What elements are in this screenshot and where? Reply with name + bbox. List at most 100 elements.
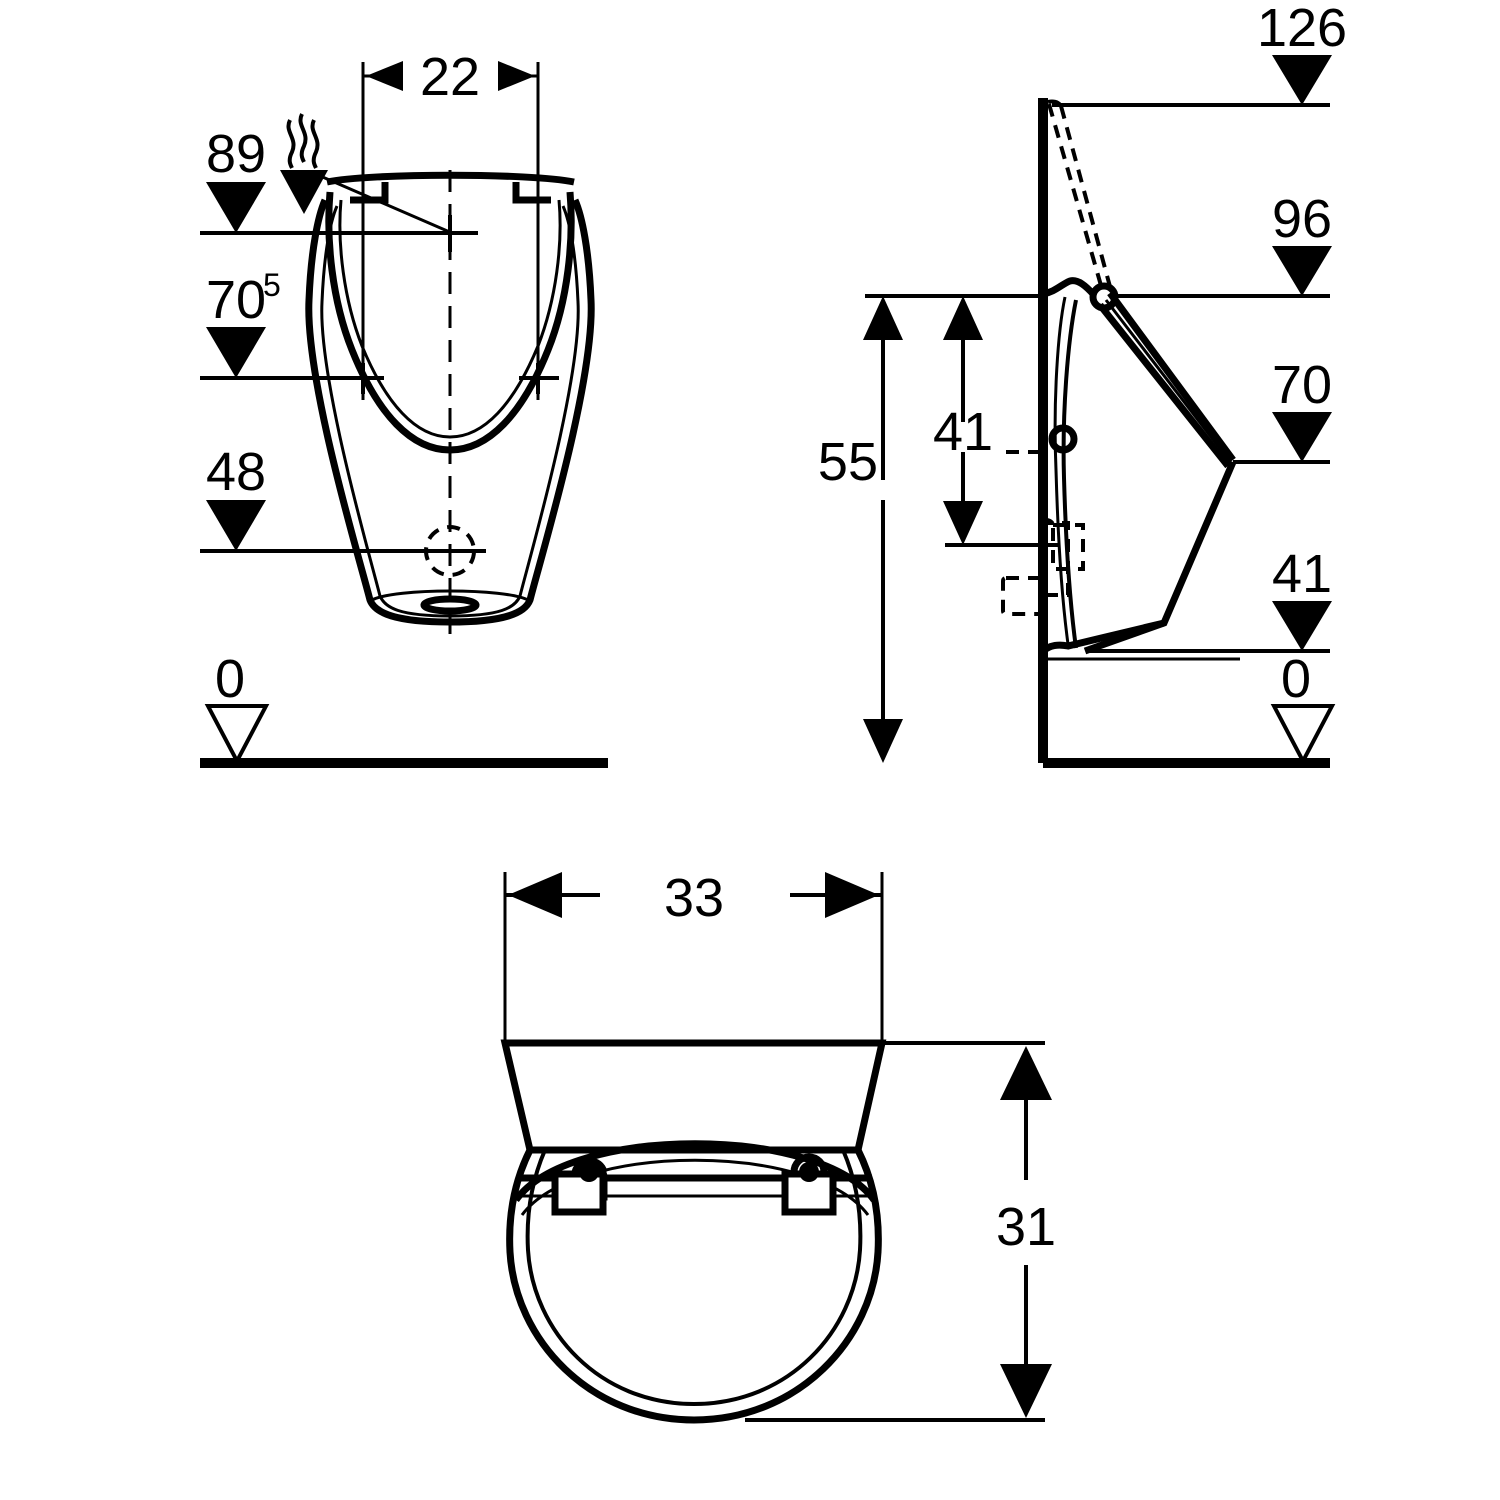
- elev41r-triangle: [1272, 601, 1332, 651]
- elevation-marker-0-side-label: 0: [1281, 649, 1311, 709]
- elevation-marker-96: 96: [1113, 189, 1332, 298]
- width-dimension-22: 22: [363, 47, 538, 107]
- front-bowl-outline: [325, 191, 575, 454]
- elev70-triangle: [1272, 412, 1332, 462]
- elev89-triangle: [206, 182, 266, 233]
- elev705-triangle: [206, 327, 266, 378]
- front-rim-notch-right: [512, 182, 551, 204]
- vertical-dimension-55: 55: [818, 294, 1043, 763]
- vertical-dimension-41: 41: [933, 296, 1060, 547]
- front-bottom-ellipse: [371, 589, 529, 602]
- plan-hinge-bracket-left: [551, 1157, 608, 1216]
- cover-open-dash-1: [1047, 103, 1106, 297]
- depth-dimension-31: 31: [996, 1046, 1056, 1418]
- side-bottom-plate: [1040, 619, 1165, 654]
- side-top-lip: [1042, 277, 1097, 298]
- steam-wave-1: [286, 119, 296, 169]
- elevation-marker-89-label: 89: [206, 124, 266, 184]
- vertical-dimension-41-label: 41: [933, 402, 993, 462]
- plan-hinge-bracket-right: [781, 1153, 837, 1216]
- front-top-rim: [326, 171, 575, 204]
- side-cover-top-edge: [1107, 290, 1236, 463]
- front-rim-notch-left: [350, 182, 389, 204]
- top-plan-view: 33: [500, 868, 1056, 1424]
- plan-hinge-right-arc: [790, 1153, 828, 1173]
- steam-triangle: [280, 170, 328, 214]
- elevation-marker-0-front: 0: [200, 649, 608, 768]
- plan-rim-arc-outer: [513, 1140, 877, 1203]
- side-cover-open-dashed: [1047, 99, 1114, 297]
- elev48-triangle: [206, 500, 266, 551]
- elev0-side-triangle: [1270, 704, 1336, 766]
- elevation-marker-70-label: 70: [1272, 355, 1332, 415]
- elevation-marker-41-right-label: 41: [1272, 544, 1332, 604]
- dim31-arrow-top: [1000, 1046, 1052, 1100]
- front-outlet-ellipse: [420, 595, 480, 615]
- steam-wave-2: [298, 113, 308, 163]
- plan-hinge-right-pin: [799, 1162, 819, 1182]
- elevation-marker-70-5: 70 5: [200, 267, 366, 380]
- elevation-marker-70-superscript: 5: [263, 267, 281, 303]
- front-fixing-hole-right: [519, 363, 559, 394]
- plan-wall-flange: [500, 1039, 887, 1154]
- width-dimension-33-label: 33: [664, 868, 724, 928]
- dim22-arrow-right: [498, 61, 535, 91]
- dim33-arrow-right: [825, 872, 879, 918]
- side-cover-mid-line: [1104, 299, 1233, 464]
- elevation-marker-70-label: 70: [206, 270, 266, 330]
- steam-supply-icon: [280, 113, 328, 214]
- plan-bowl-inner: [525, 1149, 863, 1407]
- dim41-arrow-top: [943, 296, 983, 340]
- hidden-trap-rect-2: [1051, 523, 1085, 571]
- elevation-marker-41-right: 41: [1090, 544, 1332, 653]
- elevation-marker-70: 70: [1233, 355, 1332, 464]
- elevation-marker-48: 48: [200, 442, 452, 553]
- width-dimension-22-label: 22: [420, 47, 480, 107]
- elevation-marker-89: 89: [200, 124, 452, 235]
- side-body-profile: [1040, 277, 1240, 661]
- plan-hinge-left-arc: [571, 1157, 608, 1174]
- cover-open-dash-2: [1059, 105, 1114, 295]
- side-hidden-fittings: [1001, 450, 1085, 616]
- elevation-marker-126: 126: [1052, 0, 1347, 107]
- steam-leader-line: [310, 170, 453, 235]
- depth-dimension-31-label: 31: [996, 1197, 1056, 1257]
- elev0-front-triangle: [204, 704, 270, 766]
- dim41-arrow-bottom: [943, 501, 983, 545]
- plan-bowl-outer: [506, 1148, 882, 1424]
- dim55-arrow-top: [863, 296, 903, 340]
- dim33-arrow-left: [508, 872, 562, 918]
- front-body-outline: [305, 198, 595, 626]
- hidden-trap-rect-3: [1001, 576, 1045, 616]
- side-section-view: 55 41 126 96: [818, 0, 1347, 768]
- elevation-marker-0-front-label: 0: [215, 649, 245, 709]
- dim22-arrow-left: [366, 61, 403, 91]
- steam-wave-3: [310, 119, 320, 169]
- elevation-marker-48-label: 48: [206, 442, 266, 502]
- plan-flange-outline: [500, 1039, 887, 1154]
- dim31-arrow-bottom: [1000, 1364, 1052, 1418]
- plan-hinge-left-plate: [551, 1170, 607, 1216]
- front-rim-top-curve: [326, 171, 575, 186]
- plan-hinge-left-pin2: [579, 1162, 599, 1182]
- elev96-triangle: [1272, 246, 1332, 296]
- vertical-dimension-55-label: 55: [818, 432, 878, 492]
- front-bowl-outer-curve: [325, 191, 575, 454]
- side-sensor-hole: [1048, 424, 1078, 454]
- width-dimension-33: 33: [505, 868, 882, 928]
- plan-hinge-assembly: [518, 1153, 872, 1216]
- dim55-arrow-bottom: [863, 719, 903, 763]
- elevation-marker-0-side: 0: [1270, 649, 1336, 766]
- elevation-marker-96-label: 96: [1272, 189, 1332, 249]
- front-bottom-outlet: [371, 589, 529, 615]
- elev126-triangle: [1272, 55, 1332, 105]
- front-elevation-view: 22: [200, 47, 608, 768]
- front-body-inner: [320, 205, 580, 618]
- hidden-trap-rect-1: [1038, 521, 1070, 597]
- side-inner-wall-1: [1053, 296, 1070, 645]
- hidden-trap-tip: [1040, 517, 1056, 529]
- elevation-marker-126-label: 126: [1257, 0, 1347, 58]
- side-cover-bottom-edge: [1097, 302, 1231, 469]
